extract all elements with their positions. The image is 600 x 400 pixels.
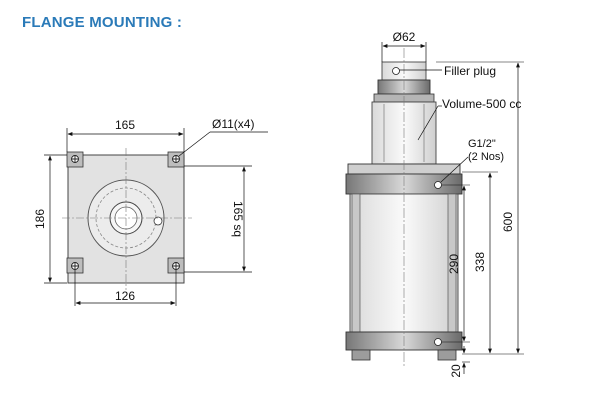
holes-callout-label: Ø11(x4) bbox=[212, 117, 254, 131]
filler-plug-label: Filler plug bbox=[444, 64, 496, 78]
plan-view: 165 186 126 165 sq Ø11(x4) bbox=[33, 117, 268, 306]
page-title: FLANGE MOUNTING : bbox=[22, 14, 183, 31]
top-diameter-label: Ø62 bbox=[393, 30, 416, 44]
upper-port-icon bbox=[434, 181, 442, 189]
side-view: Ø62 Filler plug Volume-500 cc G1/2" (2 N… bbox=[345, 30, 524, 378]
width-dimension-label: 165 bbox=[115, 118, 135, 132]
height-338-label: 338 bbox=[473, 252, 487, 272]
height-dimension-label: 186 bbox=[33, 209, 47, 229]
lower-port-icon bbox=[434, 338, 442, 346]
height-290-label: 290 bbox=[447, 254, 461, 274]
mounting-feet bbox=[351, 349, 457, 361]
port-label-line1: G1/2" bbox=[468, 138, 496, 150]
plan-centerlines bbox=[62, 148, 192, 290]
port-label-line2: (2 Nos) bbox=[468, 151, 504, 163]
height-600-label: 600 bbox=[501, 212, 515, 232]
filler-plug-icon bbox=[392, 67, 400, 75]
mounting-holes-icon bbox=[71, 155, 180, 270]
volume-label: Volume-500 cc bbox=[442, 97, 521, 111]
port-icon bbox=[153, 216, 163, 226]
mounting-blocks bbox=[66, 151, 185, 274]
square-dimension-label: 165 sq bbox=[231, 201, 245, 237]
bottom-dimension-label: 126 bbox=[115, 289, 135, 303]
height-20-label: 20 bbox=[449, 364, 463, 378]
